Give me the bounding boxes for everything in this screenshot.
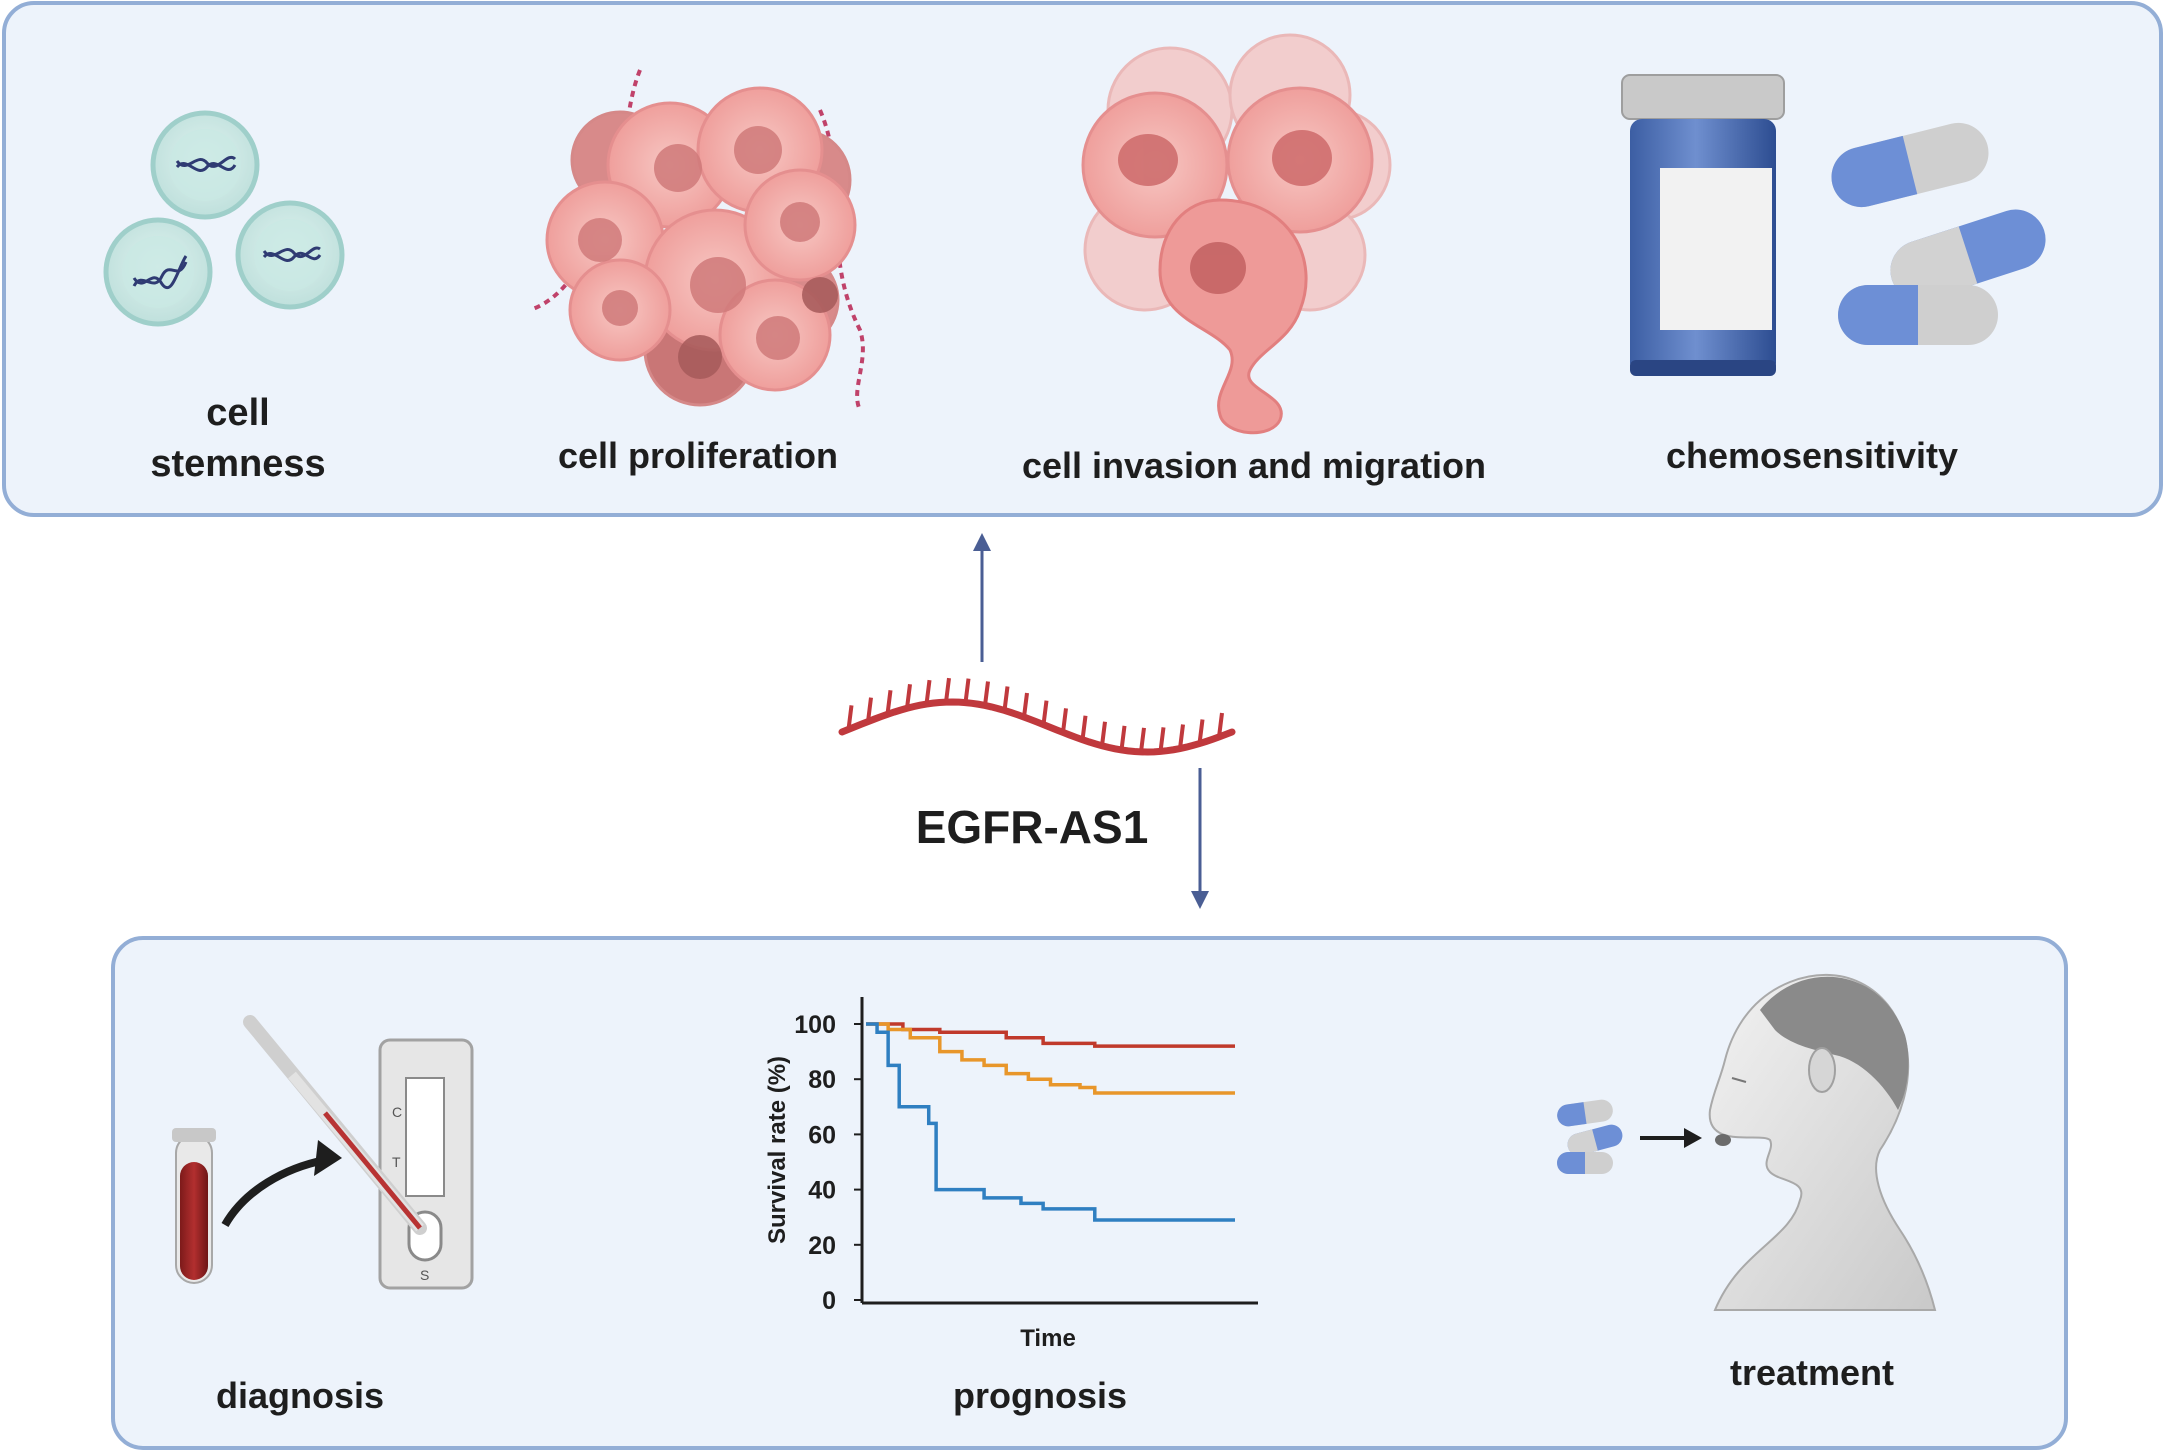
rna-base <box>866 697 873 722</box>
strip-label-t: T <box>392 1154 401 1170</box>
rna-base <box>1119 725 1127 751</box>
transfer-arrow-icon <box>221 1156 326 1228</box>
rna-base <box>1022 692 1029 718</box>
rna-base <box>1158 727 1166 752</box>
rna-base <box>1178 724 1185 749</box>
arrow-to-mouth-icon <box>1640 1128 1702 1148</box>
rna-base <box>905 684 912 709</box>
survival-series-line-3 <box>866 1022 1235 1222</box>
rna-base <box>1197 719 1205 744</box>
y-tick-label: 0 <box>822 1287 836 1315</box>
rna-base <box>846 705 854 730</box>
rna-base <box>1217 712 1224 738</box>
cell-proliferation-illustration <box>529 69 865 411</box>
rna-base <box>1100 721 1107 746</box>
rna-base <box>1080 715 1088 740</box>
label-treatment: treatment <box>1730 1352 1894 1393</box>
strip-label-c: C <box>392 1104 402 1120</box>
rna-base <box>885 690 893 715</box>
y-tick-label: 100 <box>794 1011 836 1039</box>
rna-base <box>944 677 951 703</box>
bottom-panel <box>111 936 2068 1450</box>
test-strip-illustration: C T S <box>378 1038 474 1290</box>
gene-name: EGFR-AS1 <box>916 801 1149 853</box>
pipette-illustration <box>243 1015 427 1235</box>
label-cell-proliferation: cell proliferation <box>558 435 838 476</box>
y-tick-label: 40 <box>808 1177 836 1205</box>
capsules-illustration <box>1831 122 2046 345</box>
rna-strand-icon <box>838 677 1236 756</box>
label-cell-invasion-migration: cell invasion and migration <box>1022 445 1486 486</box>
rna-base <box>924 679 932 705</box>
rna-base <box>963 678 971 703</box>
chart-ylabel: Survival rate (%) <box>764 1056 791 1244</box>
blood-tube-illustration <box>172 1128 216 1284</box>
label-diagnosis: diagnosis <box>216 1375 384 1416</box>
rna-base <box>983 681 990 706</box>
y-tick-label: 80 <box>808 1066 836 1094</box>
chart-xlabel: Time <box>1020 1325 1076 1352</box>
y-tick-label: 20 <box>808 1232 836 1260</box>
drug-bottle-illustration <box>1621 74 1785 376</box>
label-cell-stemness-line1: cell <box>206 392 269 434</box>
label-cell-stemness-line2: stemness <box>150 443 325 485</box>
strip-label-s: S <box>420 1267 429 1283</box>
person-head-illustration <box>1708 973 1937 1311</box>
rna-backbone <box>838 698 1236 756</box>
small-capsules-illustration <box>1557 1099 1623 1174</box>
rna-base <box>1139 727 1146 753</box>
top-panel <box>2 1 2163 517</box>
survival-series-line-2 <box>866 1022 1235 1095</box>
cell-invasion-illustration <box>1081 33 1392 435</box>
y-tick-label: 60 <box>808 1121 836 1149</box>
rna-base <box>1041 700 1049 725</box>
rna-base <box>1061 708 1068 733</box>
label-prognosis: prognosis <box>953 1375 1127 1416</box>
rna-base <box>1002 686 1010 711</box>
label-chemosensitivity: chemosensitivity <box>1666 435 1958 476</box>
survival-chart: 0 20 40 60 80 100 Time Survival rate (%) <box>764 997 1258 1352</box>
stem-cells-illustration <box>103 110 345 327</box>
